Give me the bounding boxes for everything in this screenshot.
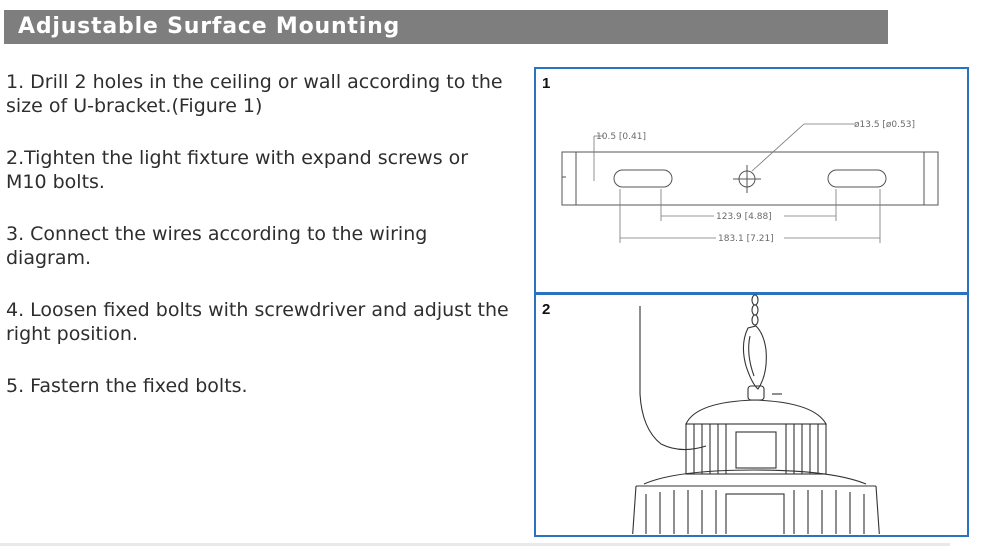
dim-overall-length-label: 183.1 [7.21] <box>718 234 774 244</box>
figure-2-number: 2 <box>542 301 551 318</box>
instruction-steps: 1. Drill 2 holes in the ceiling or wall … <box>6 70 511 426</box>
footer-divider <box>0 543 950 546</box>
step-1: 1. Drill 2 holes in the ceiling or wall … <box>6 71 503 117</box>
power-cable <box>639 306 707 451</box>
figure-frame: 1 10.5 [0.41] ø13.5 [ø0.53] <box>534 67 969 537</box>
step-4: 4. Loosen fixed bolts with screwdriver a… <box>6 299 509 345</box>
right-slot <box>827 169 887 188</box>
high-bay-light-illustration <box>632 294 880 534</box>
section-header-bar: Adjustable Surface Mounting <box>4 10 888 44</box>
driver-housing <box>685 399 827 475</box>
step-5: 5. Fastern the fixed bolts. <box>6 375 248 397</box>
figure-1-number: 1 <box>542 75 551 92</box>
bracket-outline <box>561 151 939 206</box>
dim-slot-width <box>593 135 604 181</box>
dim-slot-spacing <box>660 189 837 221</box>
lamp-body <box>632 469 880 534</box>
carabiner-hook <box>742 325 767 390</box>
u-bracket-drawing: 10.5 [0.41] ø13.5 [ø0.53] 123.9 [4.88] 1… <box>561 120 939 244</box>
dim-slot-spacing-label: 123.9 [4.88] <box>716 212 772 222</box>
dim-slot-width-label: 10.5 [0.41] <box>596 132 646 142</box>
step-3: 3. Connect the wires according to the wi… <box>6 223 428 269</box>
center-hole <box>733 165 761 193</box>
dim-hole-diameter-label: ø13.5 [ø0.53] <box>854 120 915 130</box>
eye-bolt <box>747 385 765 401</box>
section-title: Adjustable Surface Mounting <box>18 14 401 39</box>
dim-overall-length <box>619 189 881 243</box>
hanging-chain <box>751 294 759 326</box>
figure-divider <box>536 292 967 295</box>
step-2: 2.Tighten the light fixture with expand … <box>6 147 469 193</box>
left-slot <box>613 169 673 188</box>
dim-hole-leader <box>751 123 854 172</box>
